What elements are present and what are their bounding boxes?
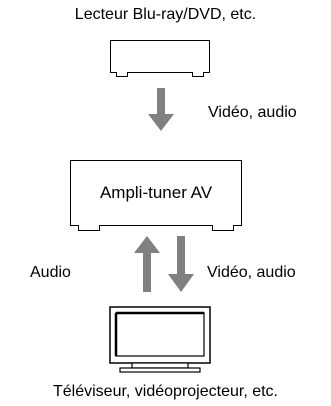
arrow-down-video <box>168 236 194 292</box>
player-device-icon <box>110 40 210 73</box>
arrow-up-audio <box>134 236 160 292</box>
video-audio-label-top: Vidéo, audio <box>208 104 297 121</box>
video-audio-label-bottom: Vidéo, audio <box>207 264 296 281</box>
av-receiver-box: Ampli-tuner AV <box>70 160 242 226</box>
amp-foot-left <box>78 225 100 231</box>
tv-projector-label: Téléviseur, vidéoprojecteur, etc. <box>52 383 278 400</box>
player-label: Lecteur Blu-ray/DVD, etc. <box>74 6 257 23</box>
amp-foot-right <box>212 225 234 231</box>
arrow-down-top <box>148 88 174 131</box>
player-foot-left <box>116 72 128 77</box>
player-foot-right <box>192 72 204 77</box>
audio-label: Audio <box>30 264 71 281</box>
tv-icon <box>109 306 211 373</box>
av-receiver-label: Ampli-tuner AV <box>99 183 213 202</box>
